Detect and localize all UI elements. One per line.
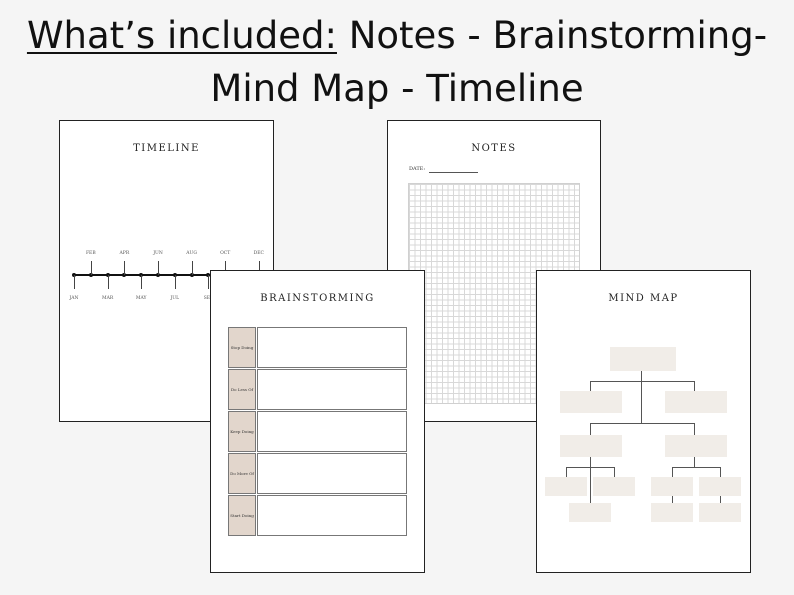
timeline-month-label: DEC: [253, 251, 264, 256]
brainstorm-row-box[interactable]: [257, 453, 407, 494]
timeline-tick: [90, 261, 92, 275]
mindmap-connector: [694, 457, 695, 467]
mindmap-connector: [672, 467, 721, 468]
headline-line-2: Mind Map - Timeline: [210, 67, 584, 110]
mindmap-connector: [590, 423, 591, 435]
mindmap-connector: [641, 371, 642, 381]
timeline-month-label: JAN: [69, 296, 79, 301]
brainstorm-row-label: Stop Doing: [228, 327, 256, 368]
timeline-month-label: SEP: [203, 296, 214, 301]
timeline-month-label: MAY: [135, 296, 147, 301]
mindmap-connector: [614, 467, 615, 477]
timeline-tick: [158, 261, 159, 275]
mindmap-root-box[interactable]: [610, 347, 676, 371]
timeline-tick: [208, 275, 210, 289]
timeline-month-label: AUG: [186, 251, 197, 256]
timeline-tick: [74, 275, 75, 289]
mindmap-sheet: MIND MAP: [536, 270, 751, 573]
brainstorm-row-box[interactable]: [257, 369, 407, 410]
brainstorm-row-box[interactable]: [257, 495, 407, 536]
timeline-month-label: JUN: [153, 251, 163, 256]
brainstorm-row-label: Do More Of: [228, 453, 256, 494]
timeline-dot: [88, 273, 93, 277]
mindmap-leaf-box[interactable]: [569, 503, 611, 522]
mindmap-leaf-box[interactable]: [699, 477, 741, 496]
brainstorm-row-label: Do Less Of: [228, 369, 256, 410]
timeline-title: TIMELINE: [133, 143, 200, 154]
mindmap-connector: [590, 467, 591, 503]
timeline-tick: [141, 275, 143, 289]
timeline-dot: [189, 273, 194, 277]
brainstorm-row-label: Start Doing: [228, 495, 256, 536]
headline-line-1: What’s included: Notes - Brainstorming-: [0, 14, 794, 58]
brainstorming-sheet: BRAINSTORMING Stop Doing Do Less Of Keep…: [210, 270, 425, 573]
mindmap-branch-box[interactable]: [560, 435, 622, 457]
mindmap-connector: [694, 423, 695, 435]
mindmap-leaf-box[interactable]: [545, 477, 587, 496]
notes-title: NOTES: [471, 143, 517, 154]
date-label: DATE:: [409, 166, 426, 172]
timeline-month-label: MAR: [101, 296, 114, 301]
brainstorm-row-box[interactable]: [257, 411, 407, 452]
timeline-tick: [107, 275, 109, 289]
mindmap-connector: [590, 381, 695, 382]
timeline-dot: [122, 273, 127, 277]
date-line: [429, 172, 478, 173]
timeline-month-label: APR: [119, 251, 130, 256]
timeline-dot: [156, 273, 160, 277]
mindmap-branch-box[interactable]: [665, 391, 727, 413]
timeline-month-label: JUL: [170, 296, 180, 301]
mindmap-leaf-box[interactable]: [651, 503, 693, 522]
headline-line1-rest: Notes - Brainstorming-: [336, 14, 768, 57]
mindmap-branch-box[interactable]: [665, 435, 727, 457]
timeline-tick: [124, 261, 126, 275]
mindmap-connector: [590, 381, 591, 391]
timeline-tick: [258, 261, 260, 275]
mindmap-leaf-box[interactable]: [593, 477, 635, 496]
timeline-month-label: OCT: [220, 251, 231, 256]
brainstorm-row-label: Keep Doing: [228, 411, 256, 452]
mindmap-connector: [590, 423, 695, 424]
mindmap-connector: [694, 381, 695, 391]
mindmap-leaf-box[interactable]: [699, 503, 741, 522]
timeline-tick: [174, 275, 176, 289]
headline-underlined: What’s included:: [26, 14, 337, 57]
timeline-month-label: FEB: [85, 251, 96, 256]
timeline-tick: [225, 261, 227, 275]
brainstorming-title: BRAINSTORMING: [260, 293, 375, 304]
mindmap-branch-box[interactable]: [560, 391, 622, 413]
mindmap-connector: [566, 467, 567, 477]
mindmap-leaf-box[interactable]: [651, 477, 693, 496]
mindmap-connector: [641, 381, 642, 423]
brainstorm-row-box[interactable]: [257, 327, 407, 368]
mindmap-connector: [590, 457, 591, 467]
mindmap-title: MIND MAP: [608, 293, 679, 304]
timeline-tick: [191, 261, 193, 275]
